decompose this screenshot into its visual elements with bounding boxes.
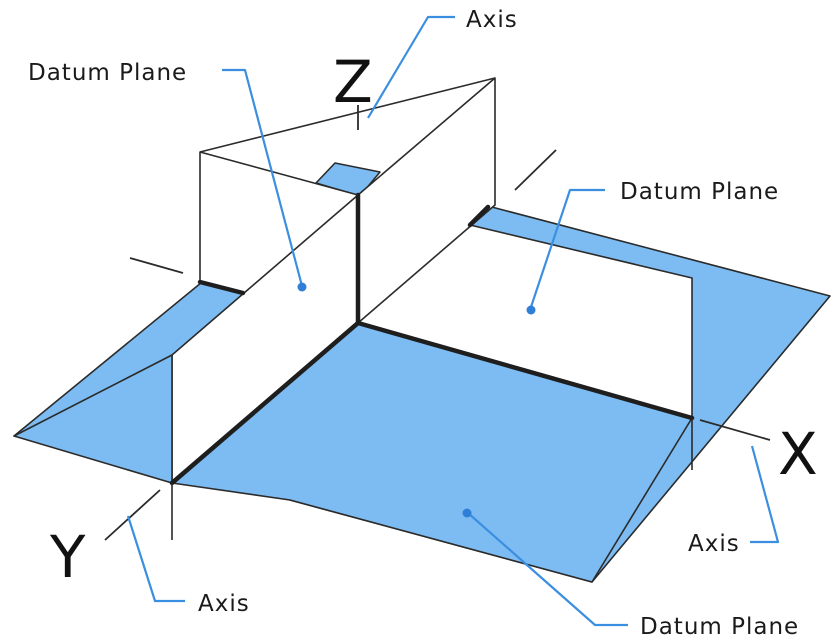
dot-datum-plane-left: [297, 282, 307, 292]
z-axis-label: Z: [333, 48, 373, 116]
y-intersection-edge: [169, 320, 361, 486]
leader-datum-plane-left: [222, 68, 304, 287]
y-axis-label: Y: [49, 523, 86, 591]
back-right-axis-line: [514, 149, 557, 191]
callout-axis-top: Axis: [466, 7, 518, 33]
leader-axis-bottom-left: [126, 515, 185, 603]
horizontal-plane-left-wing: [13, 354, 173, 484]
back-right-bold-edge: [467, 204, 491, 228]
callout-datum-plane-left: Datum Plane: [28, 60, 187, 86]
leader-datum-plane-bottom: [467, 512, 628, 627]
callout-datum-plane-right: Datum Plane: [620, 179, 779, 205]
leader-datum-plane-right: [528, 188, 605, 311]
leader-axis-top: [367, 15, 455, 119]
x-axis-line: [699, 419, 771, 441]
callout-axis-bottom-left: Axis: [198, 591, 250, 617]
back-left-bold-edge: [197, 279, 246, 296]
callout-datum-plane-bottom: Datum Plane: [640, 614, 799, 640]
x-axis-label: X: [778, 420, 818, 488]
back-left-axis-line: [129, 257, 184, 274]
wall-top-edge: [199, 77, 496, 153]
x-intersection-edge: [355, 320, 695, 421]
callout-axis-right: Axis: [688, 531, 740, 557]
dot-datum-plane-right: [526, 305, 536, 315]
dot-datum-plane-bottom: [462, 508, 472, 518]
leader-axis-right: [750, 445, 780, 544]
y-axis-line: [104, 489, 161, 541]
